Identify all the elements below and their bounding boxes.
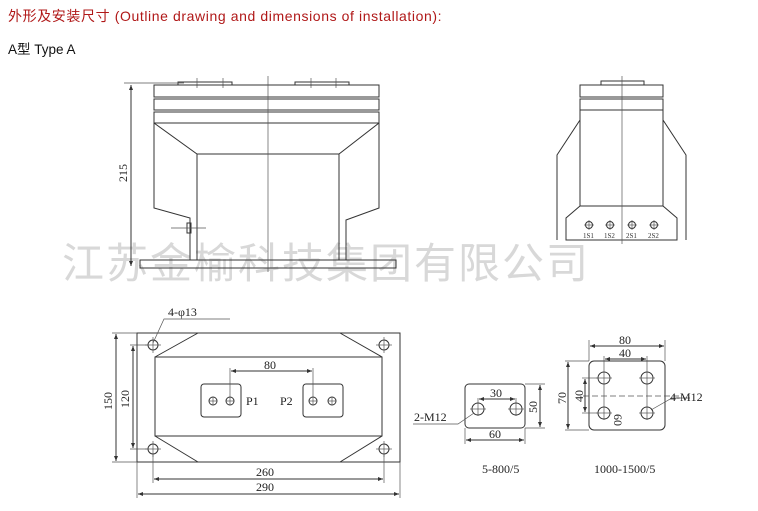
primary-spacing: 80 xyxy=(264,358,276,372)
height-dim: 50 xyxy=(526,401,540,413)
spacing-x-dim: 40 xyxy=(619,346,631,360)
terminal-2s1: 2S1 xyxy=(626,220,637,240)
caption: 5-800/5 xyxy=(482,462,519,476)
plan-view: 4-φ13 80 P1 P2 150 120 260 290 xyxy=(101,305,401,498)
p2-label: P2 xyxy=(280,394,293,408)
width-dim: 60 xyxy=(489,427,501,441)
terminal-1s2: 1S2 xyxy=(604,220,615,240)
caption: 1000-1500/5 xyxy=(594,462,655,476)
hole-height: 120 xyxy=(118,390,132,408)
mounting-hole xyxy=(145,337,392,457)
bolts-label: 4-M12 xyxy=(670,390,703,404)
height-dim: 70 xyxy=(555,392,569,404)
side-view: 1S1 1S2 2S1 2S2 xyxy=(556,76,687,244)
type-label: A型 Type A xyxy=(8,42,76,57)
terminal-plate-large: 80 40 70 40 60 4-M12 1000-1500/5 xyxy=(555,333,703,476)
terminal-1s1: 1S1 xyxy=(583,220,594,240)
p1-label: P1 xyxy=(246,394,259,408)
watermark: 江苏金榆科技集团有限公司 xyxy=(62,239,590,288)
terminal-label: 1S1 xyxy=(583,232,594,240)
terminal-label: 2S2 xyxy=(648,232,659,240)
front-view: 215 xyxy=(116,76,397,272)
terminal-2s2: 2S2 xyxy=(648,220,659,240)
terminal-label: 2S1 xyxy=(626,232,637,240)
outer-width: 290 xyxy=(256,480,274,494)
height-dimension: 215 xyxy=(116,164,130,182)
spacing-dim: 30 xyxy=(490,386,502,400)
spacing-y-dim: 40 xyxy=(572,390,586,402)
page-title: 外形及安装尺寸 (Outline drawing and dimensions … xyxy=(8,8,443,24)
terminal-plate-small: 30 50 60 2-M12 5-800/5 xyxy=(413,383,545,476)
hole-width: 260 xyxy=(256,465,274,479)
outer-height: 150 xyxy=(101,392,115,410)
width-dim: 80 xyxy=(619,333,631,347)
holes-label: 4-φ13 xyxy=(168,305,197,319)
bolts-label: 2-M12 xyxy=(414,410,447,424)
inner-dim: 60 xyxy=(611,414,625,426)
terminal-label: 1S2 xyxy=(604,232,615,240)
